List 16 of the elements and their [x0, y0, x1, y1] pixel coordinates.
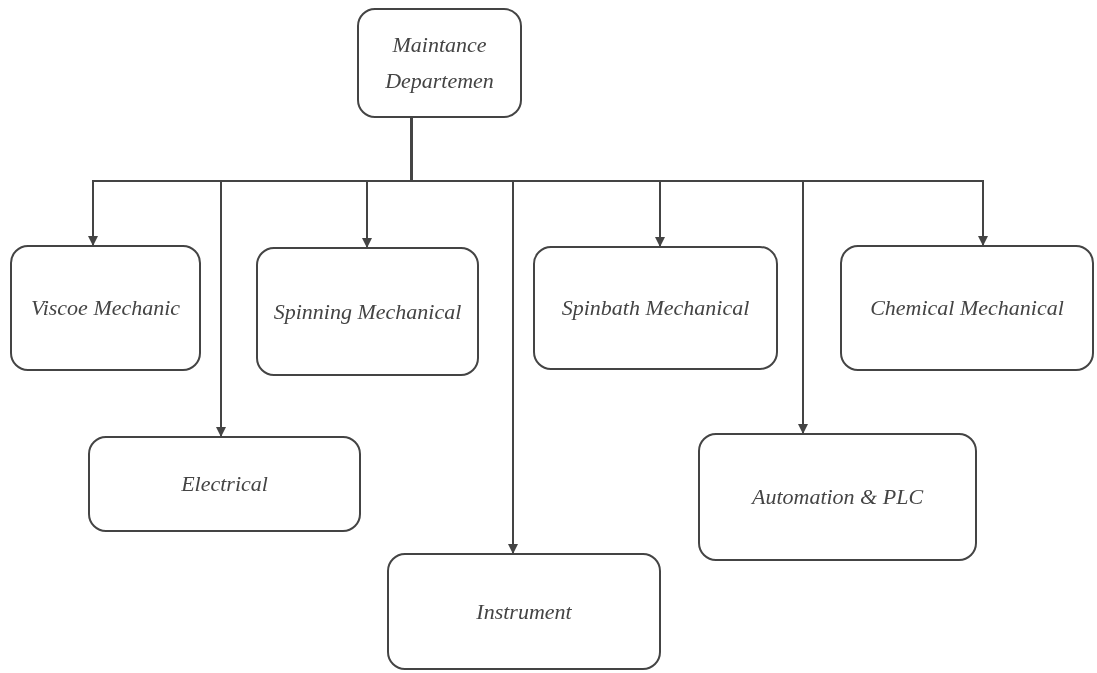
box-label: Electrical: [181, 470, 268, 498]
rounded-box: [88, 436, 361, 532]
box-label: Spinbath Mechanical: [561, 294, 750, 322]
rounded-box: [256, 247, 479, 376]
rounded-box: [533, 246, 778, 370]
rounded-box: [10, 245, 201, 371]
rounded-box: [840, 245, 1094, 371]
box-label: Viscoe Mechanic: [30, 294, 181, 322]
box-label: Spinning Mechanical: [273, 297, 462, 326]
box-label: Chemical Mechanical: [870, 294, 1064, 322]
box-label: Instrument: [476, 597, 572, 626]
box-label: Automation & PLC: [751, 483, 924, 511]
rounded-box: [387, 553, 661, 670]
box-label: Maintance Departemen: [384, 31, 495, 95]
rounded-box: [698, 433, 977, 561]
rounded-box: [357, 8, 522, 118]
